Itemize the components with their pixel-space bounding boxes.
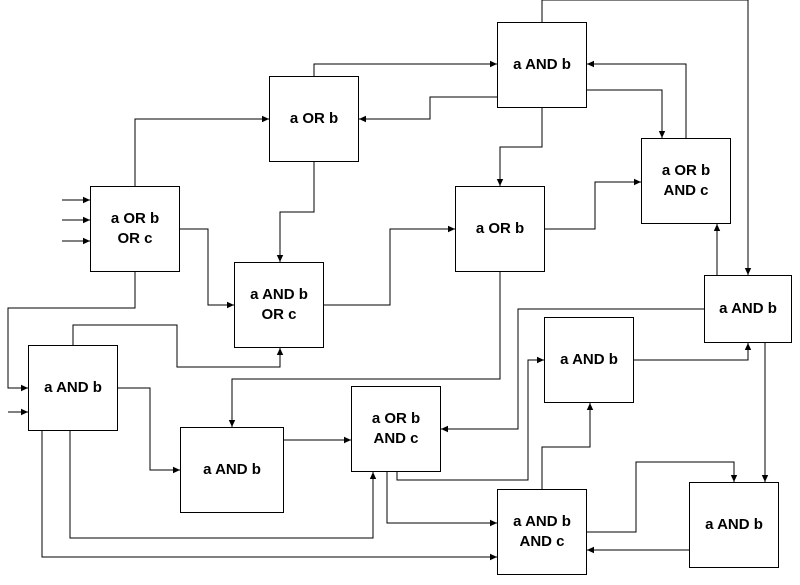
gate-and-left: a AND b bbox=[28, 345, 118, 431]
connector-arrow bbox=[41, 431, 497, 561]
gate-or-upper: a OR b bbox=[269, 76, 359, 162]
connector-arrow bbox=[313, 60, 497, 76]
gate-label: a AND b bbox=[560, 351, 618, 368]
connector-arrow bbox=[545, 178, 641, 230]
gate-and-far-right: a AND b bbox=[704, 275, 792, 343]
gate-and-and-bottom: a AND b AND c bbox=[497, 489, 587, 575]
connector-arrow bbox=[72, 324, 284, 368]
connector-arrow bbox=[441, 308, 704, 433]
gate-label: AND c bbox=[663, 182, 709, 199]
gate-and-center-right: a AND b bbox=[544, 317, 634, 403]
gate-label: a OR b bbox=[371, 410, 421, 427]
gate-label: a AND b bbox=[44, 379, 102, 396]
connector-arrow bbox=[276, 162, 315, 262]
connector-arrow bbox=[634, 343, 752, 361]
connector-arrow bbox=[541, 403, 594, 489]
gate-label: AND c bbox=[519, 533, 565, 550]
connector-arrow bbox=[7, 272, 136, 392]
gate-label: OR c bbox=[117, 230, 153, 247]
gate-label: a OR b bbox=[289, 110, 339, 127]
gate-or-middle: a OR b bbox=[455, 186, 545, 272]
connector-arrow bbox=[587, 461, 738, 533]
gate-label: AND c bbox=[373, 430, 419, 447]
gate-and-bottom-left: a AND b bbox=[180, 427, 284, 513]
gate-or-and-right: a OR b AND c bbox=[641, 138, 731, 224]
gate-and-bottom-right: a AND b bbox=[689, 482, 779, 568]
connector-arrow bbox=[386, 472, 497, 527]
gate-label: OR c bbox=[261, 306, 297, 323]
gate-and-or-middle: a AND b OR c bbox=[234, 262, 324, 348]
gate-label: a AND b bbox=[250, 286, 308, 303]
connector-arrow bbox=[587, 89, 666, 138]
connector-arrow bbox=[496, 108, 543, 186]
connector-arrow bbox=[69, 431, 377, 539]
gate-label: a AND b bbox=[719, 300, 777, 317]
connector-arrow bbox=[541, 0, 752, 275]
gate-label: a AND b bbox=[705, 516, 763, 533]
connector-arrow bbox=[396, 356, 544, 481]
gate-or-and-center: a OR b AND c bbox=[351, 386, 441, 472]
gate-label: a OR b bbox=[110, 210, 160, 227]
connector-arrow bbox=[228, 272, 501, 427]
connector-arrow bbox=[134, 115, 269, 186]
gate-label: a AND b bbox=[513, 513, 571, 530]
gate-label: a OR b bbox=[661, 162, 711, 179]
connector-arrow bbox=[587, 60, 687, 138]
gate-label: a AND b bbox=[513, 56, 571, 73]
connector-arrow bbox=[359, 96, 497, 123]
connector-arrow bbox=[180, 228, 234, 309]
gate-label: a OR b bbox=[475, 220, 525, 237]
connector-arrow bbox=[324, 225, 455, 306]
connector-arrow bbox=[118, 387, 180, 474]
gate-or-or-input: a OR b OR c bbox=[90, 186, 180, 272]
gate-label: a AND b bbox=[203, 461, 261, 478]
gate-and-top: a AND b bbox=[497, 22, 587, 108]
